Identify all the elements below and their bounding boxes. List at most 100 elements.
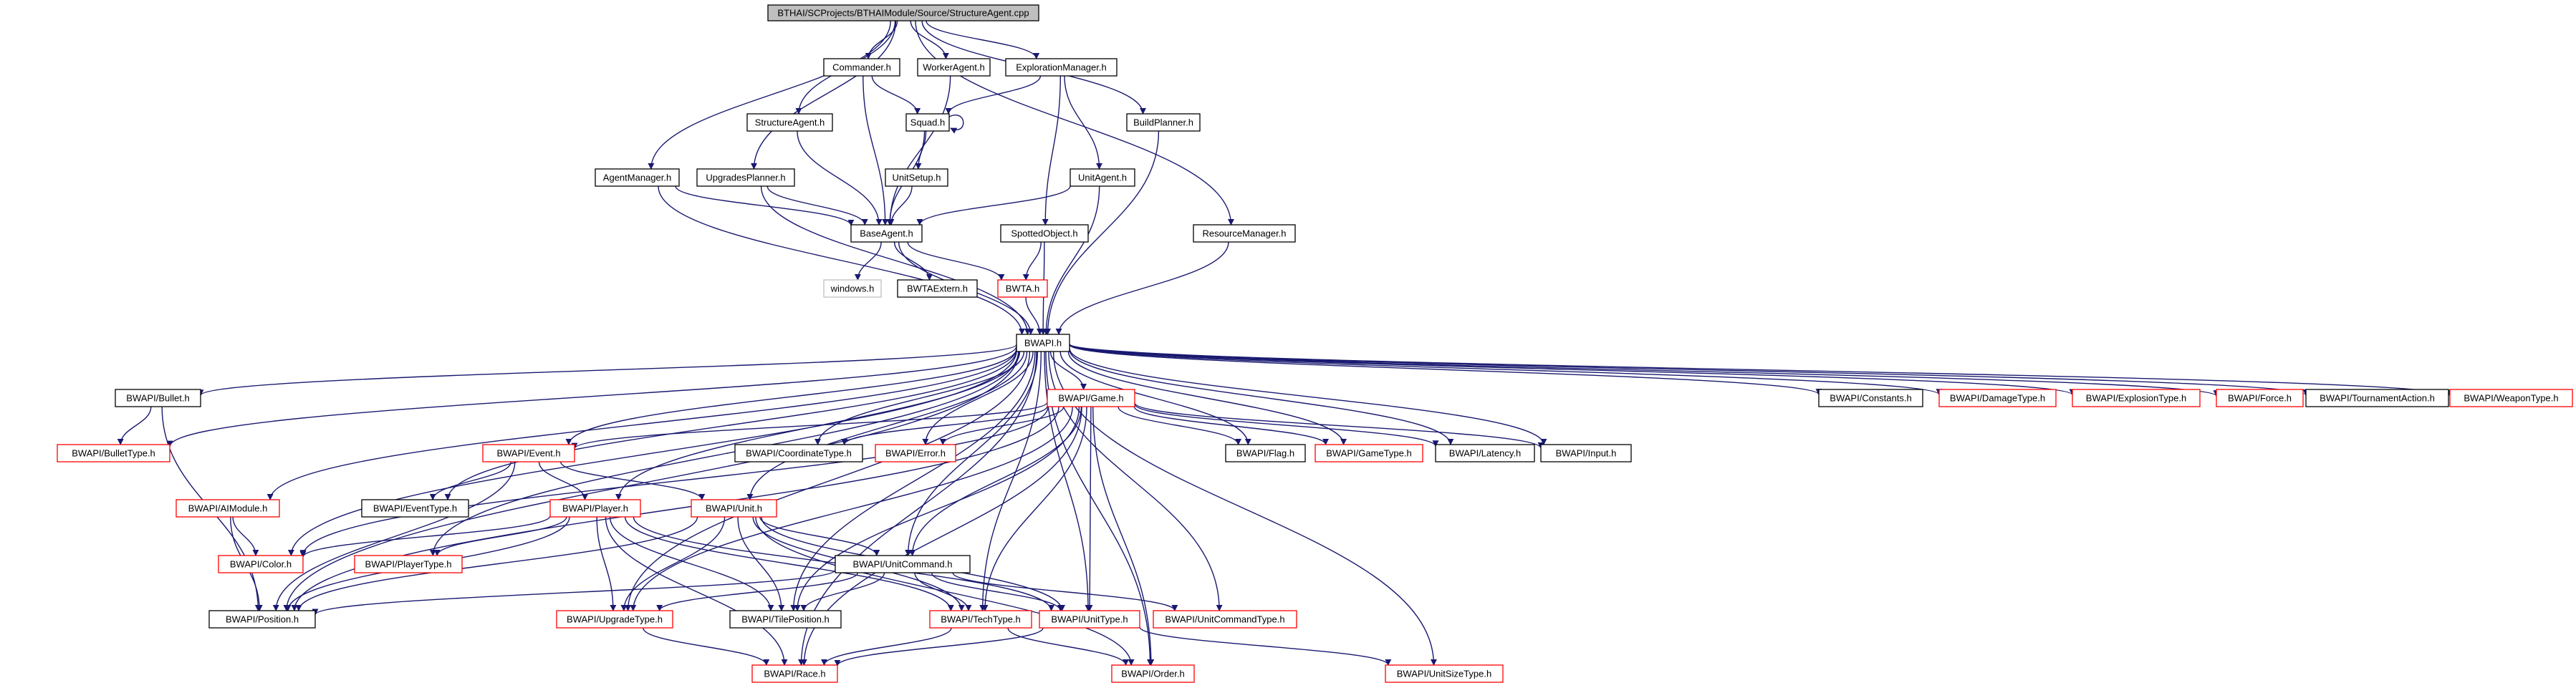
node-playertype[interactable]: BWAPI/PlayerType.h: [354, 555, 463, 573]
node-flag[interactable]: BWAPI/Flag.h: [1225, 444, 1306, 462]
node-constants[interactable]: BWAPI/Constants.h: [1818, 389, 1923, 407]
edge-unit-to-position: [295, 516, 698, 611]
node-tournament[interactable]: BWAPI/TournamentAction.h: [2305, 389, 2449, 407]
node-workeragent[interactable]: WorkerAgent.h: [917, 58, 991, 77]
node-weapontype[interactable]: BWAPI/WeaponType.h: [2449, 389, 2573, 407]
node-bwapi[interactable]: BWAPI.h: [1016, 334, 1070, 352]
node-coordinatetype[interactable]: BWAPI/CoordinateType.h: [734, 444, 863, 462]
node-unitcommandtype[interactable]: BWAPI/UnitCommandType.h: [1153, 610, 1297, 629]
node-label-baseagent: BaseAgent.h: [860, 228, 913, 239]
node-box-explosiontype: [2072, 389, 2201, 407]
edge-game-to-upgradetype: [630, 406, 1073, 611]
node-box-unitcommandtype: [1153, 610, 1297, 629]
node-unitagent[interactable]: UnitAgent.h: [1070, 168, 1135, 187]
node-box-flag: [1225, 444, 1306, 462]
node-baseagent[interactable]: BaseAgent.h: [850, 224, 923, 243]
node-position[interactable]: BWAPI/Position.h: [208, 610, 316, 629]
node-game[interactable]: BWAPI/Game.h: [1047, 389, 1135, 407]
node-upgradetype[interactable]: BWAPI/UpgradeType.h: [556, 610, 673, 629]
edge-unit-to-unitcommand: [759, 516, 880, 556]
node-label-position: BWAPI/Position.h: [226, 614, 299, 625]
node-windows: windows.h: [823, 279, 882, 298]
edge-unittype-to-race: [834, 627, 1044, 667]
node-techtype[interactable]: BWAPI/TechType.h: [929, 610, 1032, 629]
node-label-tournament: BWAPI/TournamentAction.h: [2320, 393, 2435, 404]
node-bwta[interactable]: BWTA.h: [997, 279, 1048, 298]
node-race[interactable]: BWAPI/Race.h: [751, 664, 838, 683]
node-unittype[interactable]: BWAPI/UnitType.h: [1039, 610, 1140, 629]
node-structureagent[interactable]: StructureAgent.h: [746, 113, 833, 132]
edge-unitsetup-to-baseagent: [888, 185, 913, 226]
node-unitsizetype[interactable]: BWAPI/UnitSizeType.h: [1385, 664, 1504, 683]
node-label-structureagent: StructureAgent.h: [755, 117, 825, 128]
edge-workeragent-to-baseagent: [886, 75, 951, 226]
node-unitcommand[interactable]: BWAPI/UnitCommand.h: [835, 555, 971, 573]
node-box-bwta: [997, 279, 1048, 298]
node-aimodule[interactable]: BWAPI/AIModule.h: [176, 499, 280, 518]
edge-root-to-resource: [915, 20, 1234, 226]
node-box-input: [1540, 444, 1632, 462]
node-bullet[interactable]: BWAPI/Bullet.h: [115, 389, 201, 407]
node-event[interactable]: BWAPI/Event.h: [482, 444, 575, 462]
node-buildplanner[interactable]: BuildPlanner.h: [1126, 113, 1201, 132]
node-exploration[interactable]: ExplorationManager.h: [1005, 58, 1118, 77]
edge-player-to-tileposition: [609, 516, 774, 611]
edge-buildplanner-to-bwapi: [1044, 130, 1160, 335]
node-squad[interactable]: Squad.h: [905, 113, 950, 132]
node-latency[interactable]: BWAPI/Latency.h: [1435, 444, 1535, 462]
edge-upgradesplanner-to-bwapi: [760, 185, 1031, 335]
node-resource[interactable]: ResourceManager.h: [1193, 224, 1296, 243]
node-tileposition[interactable]: BWAPI/TilePosition.h: [729, 610, 842, 629]
edge-structureagent-to-baseagent: [797, 130, 883, 226]
node-box-constants: [1818, 389, 1923, 407]
node-box-playertype: [354, 555, 463, 573]
node-unitsetup[interactable]: UnitSetup.h: [885, 168, 948, 187]
edge-bwapi-to-upgradetype: [625, 351, 1031, 611]
node-label-unitagent: UnitAgent.h: [1078, 173, 1127, 183]
node-player[interactable]: BWAPI/Player.h: [549, 499, 641, 518]
node-unit[interactable]: BWAPI/Unit.h: [691, 499, 777, 518]
node-error[interactable]: BWAPI/Error.h: [875, 444, 956, 462]
node-label-resource: ResourceManager.h: [1202, 228, 1286, 239]
node-force[interactable]: BWAPI/Force.h: [2216, 389, 2304, 407]
node-bullettype[interactable]: BWAPI/BulletType.h: [57, 444, 170, 462]
node-upgradesplanner[interactable]: UpgradesPlanner.h: [696, 168, 795, 187]
edge-unit-to-order: [755, 516, 1135, 666]
edge-commander-to-squad: [871, 75, 921, 115]
node-box-bullettype: [57, 444, 170, 462]
edge-bwapi-to-coordinatetype: [814, 351, 1025, 445]
node-box-baseagent: [850, 224, 923, 243]
node-commander[interactable]: Commander.h: [823, 58, 900, 77]
edge-event-to-unit: [559, 461, 706, 500]
node-box-upgradetype: [556, 610, 673, 629]
node-damagetype[interactable]: BWAPI/DamageType.h: [1938, 389, 2057, 407]
node-spotted[interactable]: SpottedObject.h: [1000, 224, 1089, 243]
edge-resource-to-bwapi: [1055, 241, 1229, 335]
node-agentmanager[interactable]: AgentManager.h: [595, 168, 680, 187]
edge-bwapi-to-unitcommand: [905, 351, 1039, 556]
edge-unitagent-to-bwapi: [1042, 185, 1100, 335]
node-bwtaextern[interactable]: BWTAExtern.h: [897, 279, 978, 298]
node-color[interactable]: BWAPI/Color.h: [218, 555, 304, 573]
node-explosiontype[interactable]: BWAPI/ExplosionType.h: [2072, 389, 2201, 407]
node-label-weapontype: BWAPI/WeaponType.h: [2464, 393, 2558, 404]
edge-game-to-coordinatetype: [841, 406, 1048, 445]
node-eventtype[interactable]: BWAPI/EventType.h: [361, 499, 469, 518]
node-box-commander: [823, 58, 900, 77]
edge-spotted-to-bwta: [1022, 241, 1042, 281]
node-root[interactable]: BTHAI/SCProjects/BTHAIModule/Source/Stru…: [767, 4, 1039, 21]
node-box-unitsizetype: [1385, 664, 1504, 683]
node-input[interactable]: BWAPI/Input.h: [1540, 444, 1632, 462]
edge-player-to-playertype: [433, 516, 567, 556]
edge-unitcommand-to-unitcommandtype: [952, 572, 1178, 611]
node-label-techtype: BWAPI/TechType.h: [941, 614, 1021, 625]
node-label-bwtaextern: BWTAExtern.h: [907, 284, 968, 294]
node-order[interactable]: BWAPI/Order.h: [1111, 664, 1195, 683]
node-label-windows: windows.h: [830, 284, 875, 294]
edge-bwapi-to-color: [287, 350, 1017, 556]
edge-bwapi-to-aimodule: [266, 348, 1017, 500]
node-label-agentmanager: AgentManager.h: [603, 173, 671, 183]
edge-unitagent-to-baseagent: [916, 185, 1071, 226]
edge-bwapi-to-force: [1069, 344, 2220, 397]
node-gametype[interactable]: BWAPI/GameType.h: [1315, 444, 1423, 462]
